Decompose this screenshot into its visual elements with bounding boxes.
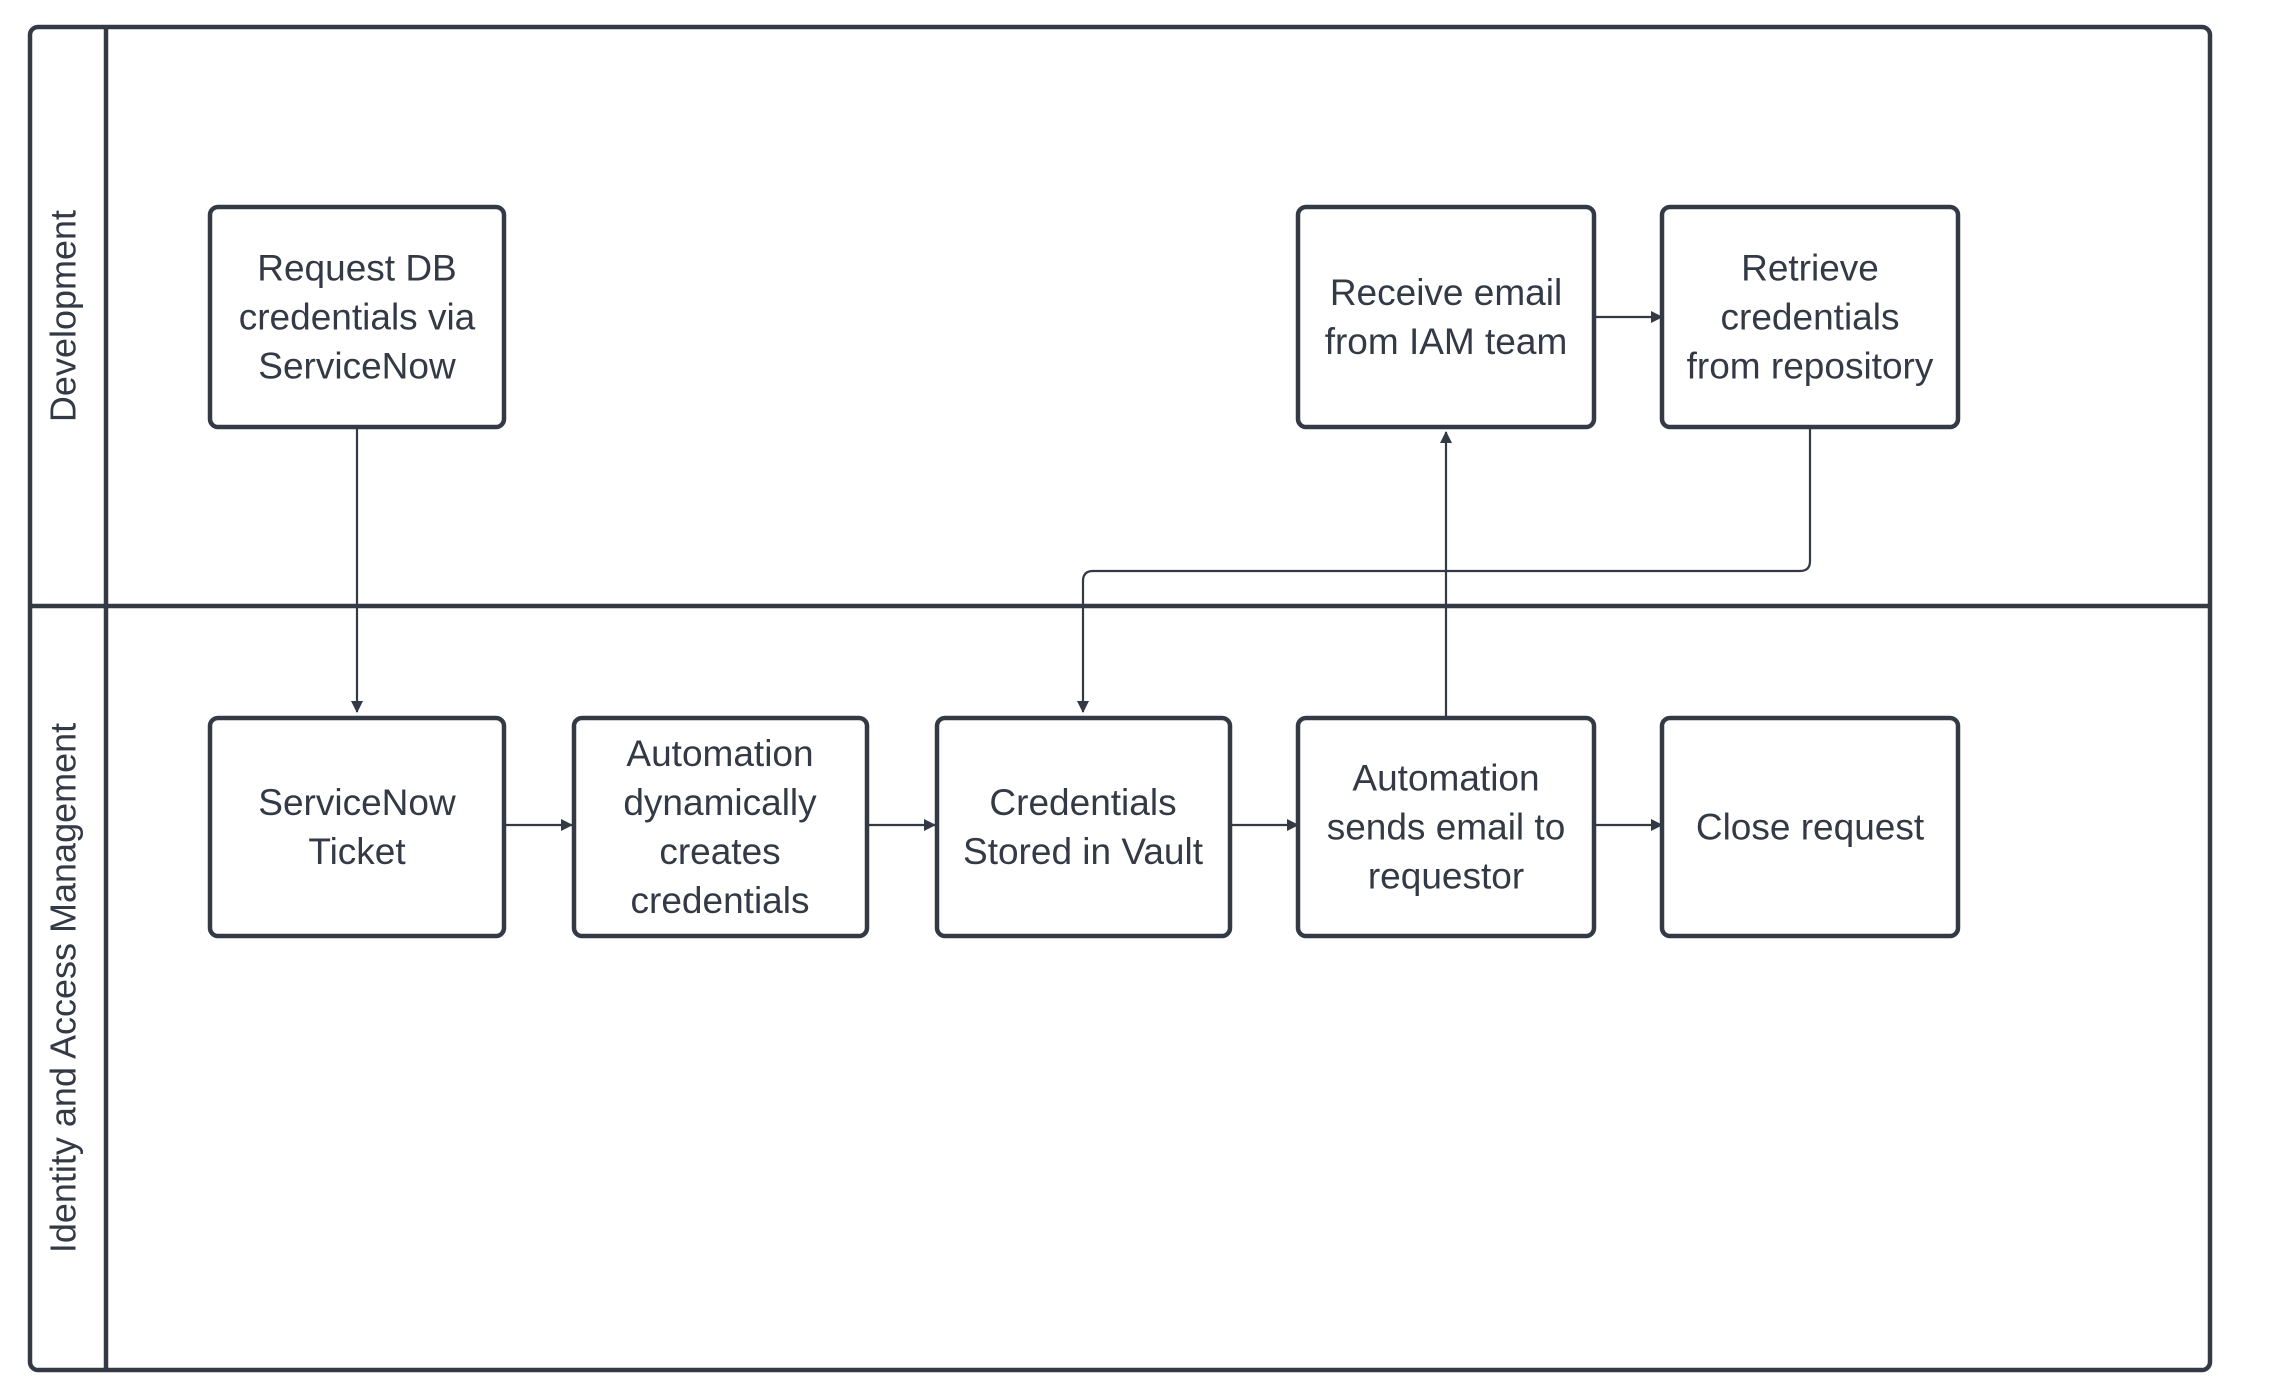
node-automation-email-box <box>1295 715 1597 939</box>
node-ticket-line: ServiceNow <box>258 782 456 823</box>
node-vault-line: Credentials <box>989 782 1176 823</box>
node-close-label: Close request <box>1696 807 1925 848</box>
node-request-line: credentials via <box>239 297 476 338</box>
node-receive-email-label: Receive email from IAM team <box>1325 272 1568 362</box>
node-retrieve-line: credentials <box>1721 297 1900 338</box>
node-retrieve: Retrieve credentials from repository <box>1659 204 1961 430</box>
node-automation-create-line: dynamically <box>623 782 817 823</box>
node-automation-email-label: Automation sends email to requestor <box>1327 758 1566 897</box>
node-automation-email-line: sends email to <box>1327 807 1566 848</box>
node-vault-line: Stored in Vault <box>963 831 1204 872</box>
node-receive-email-box <box>1295 204 1597 430</box>
edge-retrieve-to-vault <box>1077 427 1812 713</box>
lane-iam: Identity and Access Management <box>43 723 84 1253</box>
node-retrieve-label: Retrieve credentials from repository <box>1687 248 1934 387</box>
node-automation-email-line: Automation <box>1352 758 1539 799</box>
node-automation-create-line: Automation <box>626 733 813 774</box>
lane-label-development: Development <box>43 210 84 422</box>
pool-border <box>27 24 2213 1373</box>
node-ticket-line: Ticket <box>308 831 406 872</box>
pool-frame <box>27 24 2213 1373</box>
node-close: Close request <box>1659 715 1961 939</box>
lane-label-iam: Identity and Access Management <box>43 723 84 1253</box>
node-request-line: Request DB <box>257 248 457 289</box>
node-automation-create: Automation dynamically creates credentials <box>571 715 870 939</box>
node-receive-email-line: Receive email <box>1330 272 1562 313</box>
node-ticket-box <box>207 715 507 939</box>
node-receive-email-line: from IAM team <box>1325 321 1568 362</box>
node-close-box <box>1659 715 1961 939</box>
node-vault-box <box>934 715 1233 939</box>
node-automation-create-label: Automation dynamically creates credentials <box>623 733 817 921</box>
node-retrieve-line: from repository <box>1687 346 1934 387</box>
node-close-line: Close request <box>1696 807 1925 848</box>
lane-development: Development <box>43 210 84 422</box>
node-request-line: ServiceNow <box>258 346 456 387</box>
node-retrieve-line: Retrieve <box>1741 248 1879 289</box>
node-receive-email: Receive email from IAM team <box>1295 204 1597 430</box>
node-automation-email-line: requestor <box>1368 856 1524 897</box>
node-request-box <box>207 204 507 430</box>
node-automation-create-box <box>571 715 870 939</box>
node-automation-create-line: creates <box>659 831 780 872</box>
node-retrieve-box <box>1659 204 1961 430</box>
edges <box>351 311 1812 831</box>
node-automation-email: Automation sends email to requestor <box>1295 715 1597 939</box>
node-automation-create-line: credentials <box>631 880 810 921</box>
